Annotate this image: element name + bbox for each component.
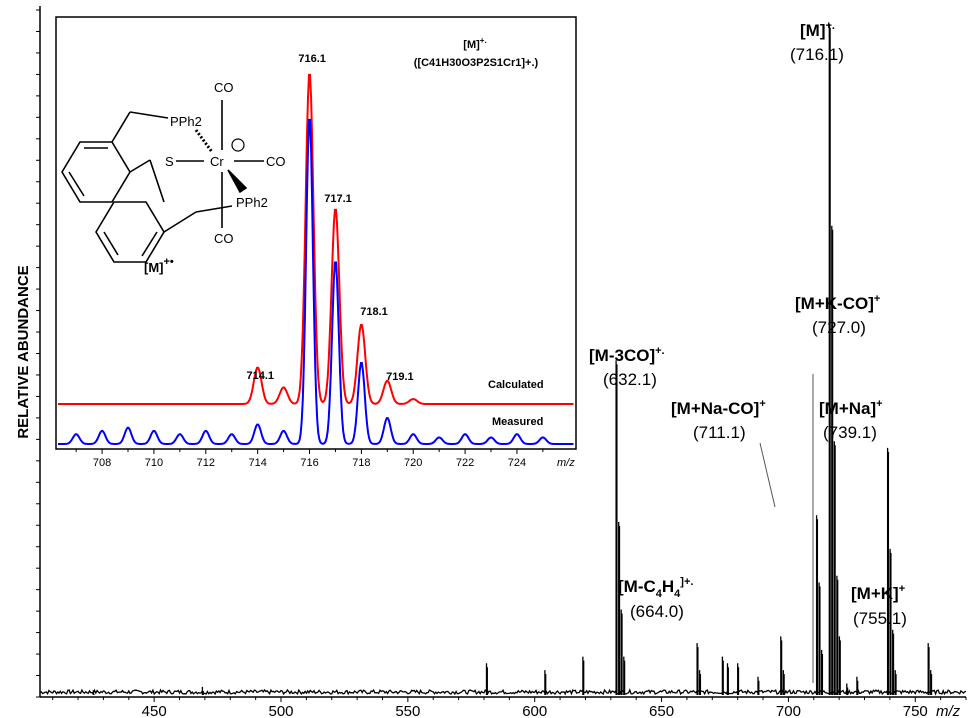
annotation-m-c4h4-value: (664.0) — [630, 602, 684, 621]
x-tick-label: 600 — [522, 703, 547, 718]
x-tick-label: 500 — [268, 703, 293, 718]
inset-peak-label: 717.1 — [324, 193, 352, 205]
label-pph2-bottom: PPh2 — [236, 195, 268, 210]
inset-x-tick-label: 724 — [508, 457, 526, 469]
ring-1-double-bond-2 — [68, 171, 85, 197]
legend-measured: Measured — [492, 416, 543, 428]
inset-x-tick-label: 708 — [93, 457, 111, 469]
bond-c-s — [129, 159, 151, 173]
bond-s-ring — [149, 159, 165, 203]
label-pph2-top: PPh2 — [170, 114, 202, 129]
inset-x-tick-label: 720 — [404, 457, 422, 469]
bond-cr-p-wedge — [227, 169, 248, 194]
x-axis-ticks: 450 500 550 600 650 700 750 — [52, 697, 967, 718]
bond-ch2-p-2 — [195, 205, 233, 213]
inset-peak-label: 719.1 — [386, 371, 414, 383]
measured-trace — [58, 118, 574, 445]
inset-x-tick-label: 722 — [456, 457, 474, 469]
inset-isotope-pattern: 708 710 712 714 716 718 720 722 724 m/z [M]+. ([… — [55, 16, 577, 469]
inset-peak-labels: 714.1 716.1 717.1 718.1 719.1 — [246, 53, 413, 383]
label-co-bottom: CO — [214, 231, 234, 246]
inset-x-axis-unit: m/z — [557, 457, 575, 469]
main-axes: 450 500 550 600 650 700 750 RELATIVE ABUNDANCE… — [15, 6, 967, 718]
inset-x-tick-label: 716 — [300, 457, 318, 469]
annotation-m-3co: [M-3CO]+. — [589, 345, 665, 365]
x-axis-unit-label: m/z — [936, 703, 961, 718]
inset-peak-label: 714.1 — [246, 370, 274, 382]
inset-x-tick-label: 712 — [197, 457, 215, 469]
structure-caption: [M]+• — [144, 256, 174, 275]
x-tick-label: 700 — [776, 703, 801, 718]
inset-peak-label: 718.1 — [360, 306, 388, 318]
inset-x-tick-label: 714 — [248, 457, 266, 469]
chemical-structure — [61, 100, 264, 263]
annotation-m-c4h4: [M-C4H4]+. — [618, 576, 693, 600]
inset-formula: ([C41H30O3P2S1Cr1]+.) — [414, 57, 539, 69]
annotation-m: [M]+. — [800, 20, 835, 40]
bond-ch2-p — [129, 111, 169, 119]
label-co-right: CO — [266, 154, 286, 169]
inset-x-axis-ticks: 708 710 712 714 716 718 720 722 724 — [75, 449, 544, 469]
calculated-trace — [58, 73, 574, 405]
y-axis-label: RELATIVE ABUNDANCE — [15, 265, 32, 438]
charge-circle — [231, 138, 245, 152]
annotation-m-na-co-value: (711.1) — [693, 423, 746, 442]
label-cr: Cr — [210, 154, 224, 169]
annotation-m-na-value: (739.1) — [823, 423, 877, 442]
bond-ring-ch2 — [111, 111, 131, 143]
bond-ring-ch2-2 — [163, 211, 197, 233]
annotation-m-k-value: (755.1) — [853, 609, 907, 628]
ring-2-double-bond — [103, 231, 119, 256]
connector-line-711 — [759, 442, 776, 508]
bond-p-cr-hashed — [194, 129, 214, 153]
inset-x-tick-label: 718 — [352, 457, 370, 469]
peak-annotations: [M]+. (716.1) [M+K-CO]+ (727.0) [M+Na]+ … — [589, 20, 907, 628]
main-spectrum-trace — [39, 23, 967, 696]
annotation-m-value: (716.1) — [790, 45, 844, 64]
ring-2-double-bond-2 — [141, 231, 158, 257]
y-axis-ticks — [36, 9, 40, 698]
inset-x-tick-label: 710 — [145, 457, 163, 469]
label-co-top: CO — [214, 80, 234, 95]
annotation-m-3co-value: (632.1) — [603, 370, 657, 389]
annotation-m-na: [M+Na]+ — [819, 398, 883, 418]
legend-calculated: Calculated — [488, 379, 544, 391]
x-tick-label: 650 — [649, 703, 674, 718]
inset-peak-label: 716.1 — [298, 53, 326, 65]
annotation-m-k-co: [M+K-CO]+ — [795, 293, 880, 313]
annotation-m-k: [M+K]+ — [851, 583, 905, 603]
inset-title: [M]+. — [463, 36, 486, 51]
annotation-m-na-co: [M+Na-CO]+ — [671, 398, 766, 418]
annotation-m-k-co-value: (727.0) — [812, 318, 866, 337]
x-tick-label: 450 — [142, 703, 167, 718]
label-s: S — [165, 154, 174, 169]
x-tick-label: 750 — [903, 703, 928, 718]
structure-labels: CO PPh2 S Cr CO PPh2 CO [M]+• — [144, 80, 286, 275]
x-tick-label: 550 — [395, 703, 420, 718]
